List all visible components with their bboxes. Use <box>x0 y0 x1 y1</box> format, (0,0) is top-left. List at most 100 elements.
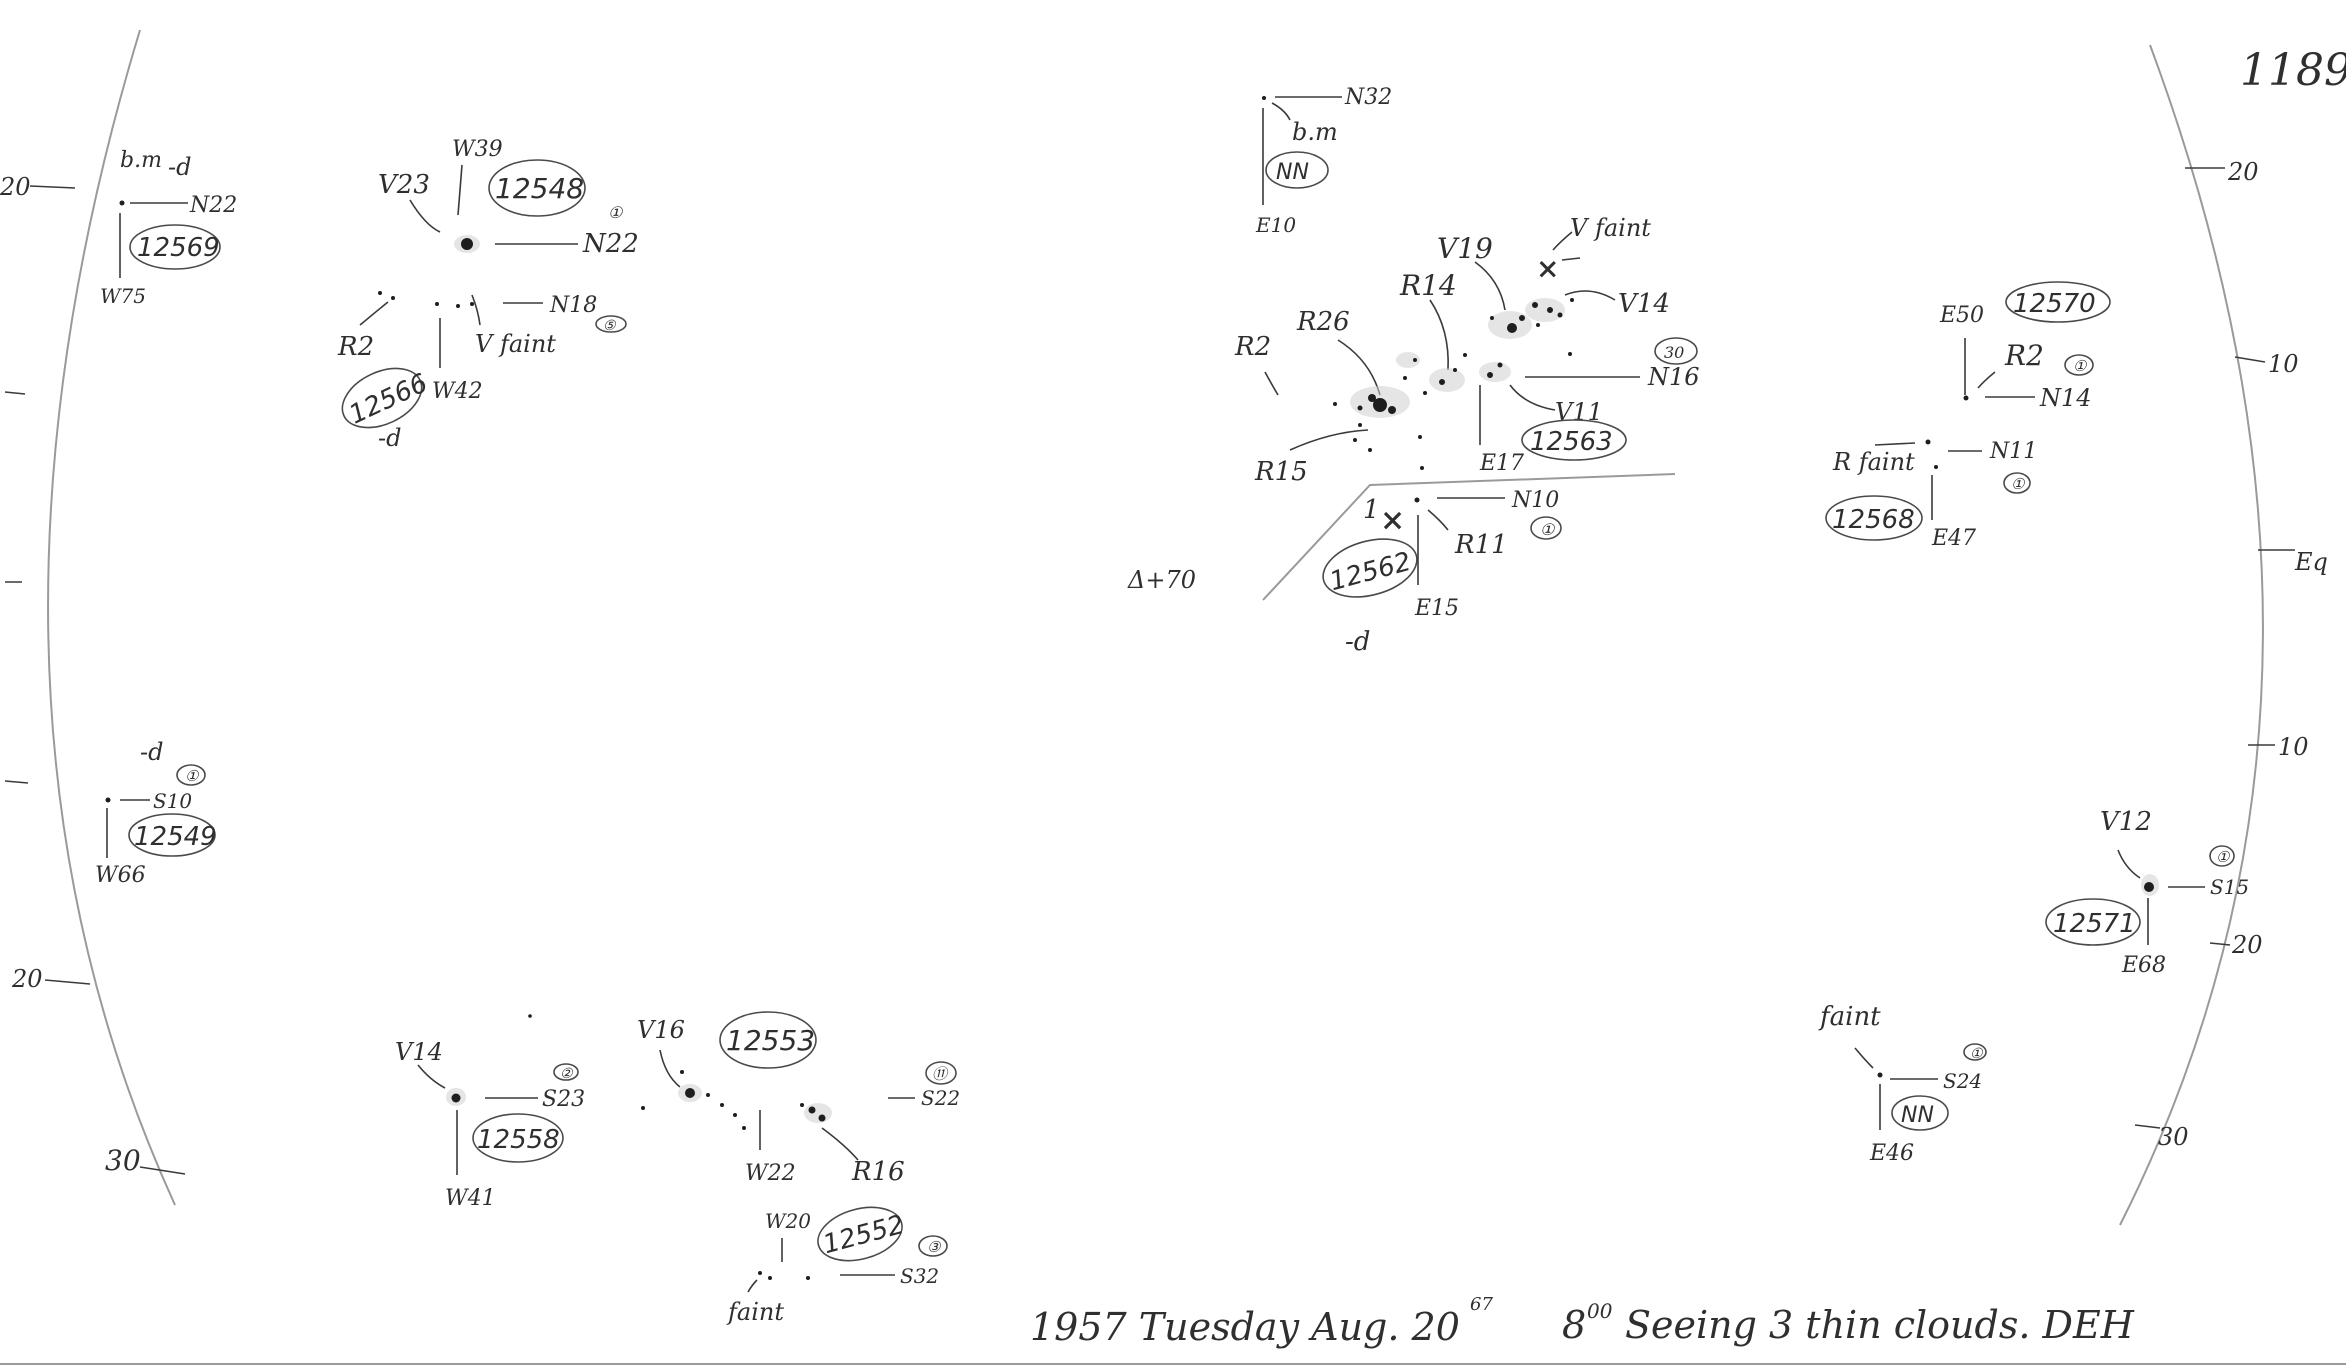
group-12569: b.m -d N22 12569 W75 <box>100 148 237 308</box>
group-12558: V14 ② S23 12558 W41 <box>395 1014 585 1211</box>
group-label: -d <box>140 738 163 766</box>
group-label: ① <box>2216 848 2231 866</box>
group-label: E50 <box>1939 303 1984 328</box>
group-label: faint <box>726 1298 784 1326</box>
group-nn-top: N32 b.m NN E10 <box>1255 85 1392 237</box>
group-number: 12548 <box>495 172 584 205</box>
observation-caption: 1957 Tuesday Aug. 20 67 8 00 Seeing 3 th… <box>1030 1294 2135 1349</box>
group-label: N10 <box>1511 488 1559 513</box>
group-label: N16 <box>1647 363 1700 391</box>
tick-label: 30 <box>2158 1123 2189 1151</box>
group-label: ① <box>2011 475 2026 493</box>
group-label: S24 <box>1943 1069 1982 1093</box>
group-label: W22 <box>745 1161 796 1186</box>
group-label: W20 <box>765 1209 811 1233</box>
group-label: V12 <box>2100 807 2152 837</box>
group-label: W41 <box>445 1186 496 1211</box>
group-label: ③ <box>927 1238 942 1256</box>
tick-label: Eq <box>2294 548 2328 576</box>
group-12563: V faint × V19 R14 V14 R26 R2 30 N16 V11 … <box>1234 214 1700 487</box>
group-label: V14 <box>1618 289 1670 319</box>
group-label: W75 <box>100 284 146 308</box>
group-label: V16 <box>637 1016 685 1044</box>
group-label: R11 <box>1454 530 1508 560</box>
group-label: E68 <box>2121 953 2166 978</box>
tick-label: 20 <box>2231 931 2263 959</box>
group-label: ① <box>1970 1046 1984 1062</box>
group-12548: W39 V23 N22 12548 ① <box>378 137 639 259</box>
tick-label: 10 <box>2278 733 2309 761</box>
group-number: 12549 <box>134 822 217 852</box>
group-label: -d <box>168 153 191 181</box>
group-label: S10 <box>153 789 192 813</box>
right-limb-scale: 20 10 Eq 10 20 30 <box>2134 158 2328 1151</box>
group-number: 12558 <box>477 1125 560 1155</box>
group-label: N32 <box>1344 85 1392 110</box>
group-label: b.m <box>1292 118 1338 146</box>
tick-label: 20 <box>2227 158 2259 186</box>
group-label: ⑪ <box>932 1065 949 1083</box>
group-label: -d <box>378 424 401 452</box>
cross-mark: × <box>1380 503 1405 538</box>
group-label: ⑤ <box>603 318 617 334</box>
group-number: 12570 <box>2013 289 2096 319</box>
delta-label: Δ+70 <box>1127 566 1196 594</box>
left-limb-scale: 20 20 30 <box>0 173 186 1177</box>
group-label: S32 <box>900 1264 939 1288</box>
group-label: E17 <box>1479 451 1524 476</box>
group-label: ① <box>185 767 200 785</box>
page-number: 1189 <box>2240 45 2346 96</box>
group-label: ② <box>560 1066 574 1082</box>
caption-date-sup: 67 <box>1470 1294 1493 1315</box>
group-12552: W20 12552 ③ S32 faint <box>726 1206 948 1326</box>
group-label: E10 <box>1255 213 1296 237</box>
group-label: E15 <box>1414 596 1459 621</box>
group-number: 12566 <box>345 368 433 430</box>
group-label: ① <box>608 203 624 222</box>
group-nn-bottom: faint ① S24 NN E46 <box>1818 1002 1987 1166</box>
caption-time: 8 <box>1562 1303 1586 1347</box>
group-label: E47 <box>1931 526 1976 551</box>
group-label: faint <box>1818 1002 1881 1032</box>
group-number: NN <box>1901 1103 1934 1128</box>
group-number: NN <box>1276 160 1309 185</box>
group-12570: E50 12570 R2 ① N14 <box>1939 281 2111 412</box>
group-label: S23 <box>542 1087 585 1112</box>
group-number: 12553 <box>726 1024 815 1057</box>
group-label: S15 <box>2210 875 2249 899</box>
group-12566: R2 V faint N18 ⑤ W42 12566 -d <box>337 291 627 452</box>
group-label: V23 <box>378 170 430 200</box>
group-number: 12571 <box>2053 909 2136 939</box>
group-12549: -d ① S10 12549 W66 <box>95 738 217 888</box>
group-label: E46 <box>1869 1141 1914 1166</box>
group-12568: R faint N11 ① 12568 E47 <box>1825 439 2037 551</box>
group-label: V19 <box>1437 232 1493 265</box>
tick-label: 20 <box>11 965 43 993</box>
group-label: R16 <box>851 1157 905 1187</box>
group-12553: V16 12553 ⑪ S22 W22 R16 <box>637 1011 960 1187</box>
group-label: R faint <box>1832 448 1915 476</box>
group-label: R26 <box>1296 307 1350 337</box>
group-label: W42 <box>432 379 483 404</box>
caption-time-sup: 00 <box>1587 1299 1613 1323</box>
cross-mark: × <box>1536 252 1559 285</box>
group-label: R2 <box>1234 332 1271 362</box>
group-label: S22 <box>921 1086 960 1110</box>
group-label: 30 <box>1664 343 1684 362</box>
group-number: 12569 <box>137 233 220 263</box>
group-label: N14 <box>2039 384 2092 412</box>
group-label: N22 <box>582 229 639 259</box>
tick-label: 10 <box>2268 350 2299 378</box>
group-label: V14 <box>395 1038 443 1066</box>
group-label: W39 <box>452 137 503 162</box>
group-number: 12562 <box>1327 547 1415 597</box>
group-label: V faint <box>1570 214 1651 242</box>
caption-rest: Seeing 3 thin clouds. DEH <box>1625 1303 2135 1347</box>
group-label: N18 <box>549 293 597 318</box>
group-label: R14 <box>1399 269 1457 302</box>
group-label: N22 <box>189 193 237 218</box>
solar-limb-left <box>47 29 176 1206</box>
tick-label: 20 <box>0 173 31 201</box>
solar-limb-right <box>2119 44 2264 1226</box>
group-number: 12552 <box>820 1210 908 1260</box>
